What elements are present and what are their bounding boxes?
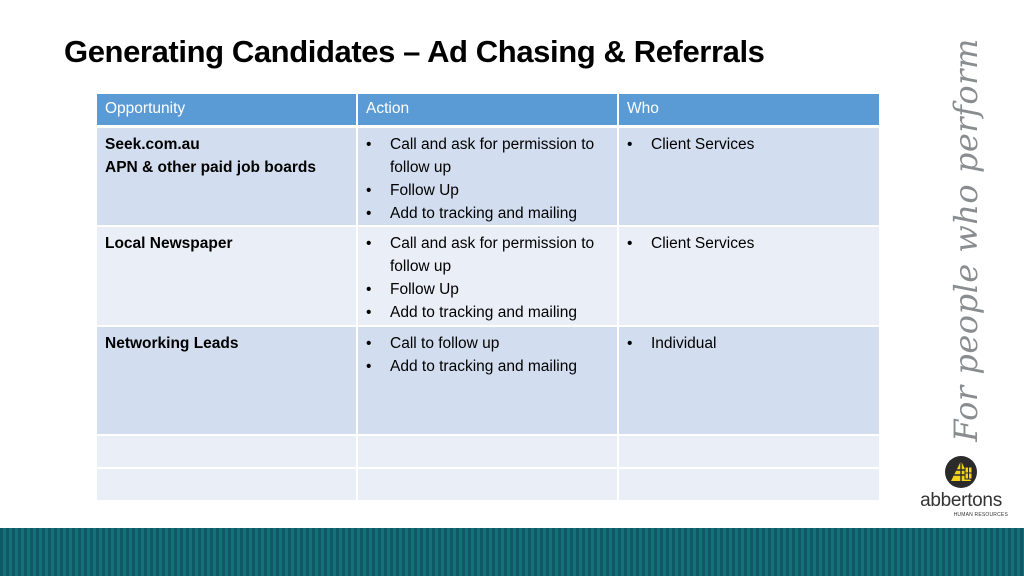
who-list: Client Services [627, 133, 871, 156]
action-item: Follow Up [366, 278, 609, 301]
who-list: Client Services [627, 232, 871, 255]
tagline: For people who perform [947, 38, 985, 442]
action-list: Call and ask for permission to follow up… [366, 232, 609, 324]
opportunity-cell: Networking Leads [97, 326, 358, 436]
table-row-empty [97, 468, 879, 502]
action-item: Follow Up [366, 179, 609, 202]
logo-subtitle: HUMAN RESOURCES [953, 512, 1008, 518]
opportunity-text: APN & other paid job boards [105, 158, 316, 176]
action-item: Call and ask for permission to follow up [366, 133, 609, 179]
action-item: Call and ask for permission to follow up [366, 232, 609, 278]
opportunity-text: Local Newspaper [105, 235, 233, 252]
opportunity-cell: Seek.com.au APN & other paid job boards [97, 126, 358, 227]
action-cell [357, 468, 619, 502]
logo-mark-icon [945, 456, 977, 488]
who-item: Individual [627, 332, 871, 355]
opportunity-table: Opportunity Action Who Seek.com.au APN &… [97, 94, 879, 502]
who-item: Client Services [627, 232, 871, 255]
action-cell: Call to follow up Add to tracking and ma… [357, 326, 619, 436]
action-list: Call to follow up Add to tracking and ma… [366, 332, 609, 378]
who-cell: Client Services [618, 226, 879, 327]
action-cell [357, 435, 619, 469]
opportunity-cell [97, 468, 358, 502]
footer-band [0, 528, 1024, 576]
action-item: Call to follow up [366, 332, 609, 355]
table-row: Seek.com.au APN & other paid job boards … [97, 126, 879, 227]
action-cell: Call and ask for permission to follow up… [357, 226, 619, 327]
header-opportunity: Opportunity [97, 94, 358, 128]
header-action: Action [357, 94, 619, 128]
table-row: Networking Leads Call to follow up Add t… [97, 326, 879, 436]
opportunity-text: Seek.com.au [105, 135, 200, 153]
action-item: Add to tracking and mailing [366, 202, 609, 225]
who-list: Individual [627, 332, 871, 355]
who-cell [618, 468, 879, 502]
header-who: Who [618, 94, 879, 128]
slide-title: Generating Candidates – Ad Chasing & Ref… [64, 34, 765, 69]
opportunity-cell [97, 435, 358, 469]
action-list: Call and ask for permission to follow up… [366, 133, 609, 225]
who-cell: Client Services [618, 126, 879, 227]
action-cell: Call and ask for permission to follow up… [357, 126, 619, 227]
opportunity-cell: Local Newspaper [97, 226, 358, 327]
who-cell: Individual [618, 326, 879, 436]
opportunity-text: Networking Leads [105, 335, 239, 352]
who-cell [618, 435, 879, 469]
who-item: Client Services [627, 133, 871, 156]
company-logo: abbertons HUMAN RESOURCES [914, 455, 1008, 521]
table-header-row: Opportunity Action Who [97, 94, 879, 128]
table-row: Local Newspaper Call and ask for permiss… [97, 226, 879, 327]
action-item: Add to tracking and mailing [366, 355, 609, 378]
table-row-empty [97, 435, 879, 469]
logo-wordmark: abbertons [920, 490, 1002, 511]
action-item: Add to tracking and mailing [366, 301, 609, 324]
